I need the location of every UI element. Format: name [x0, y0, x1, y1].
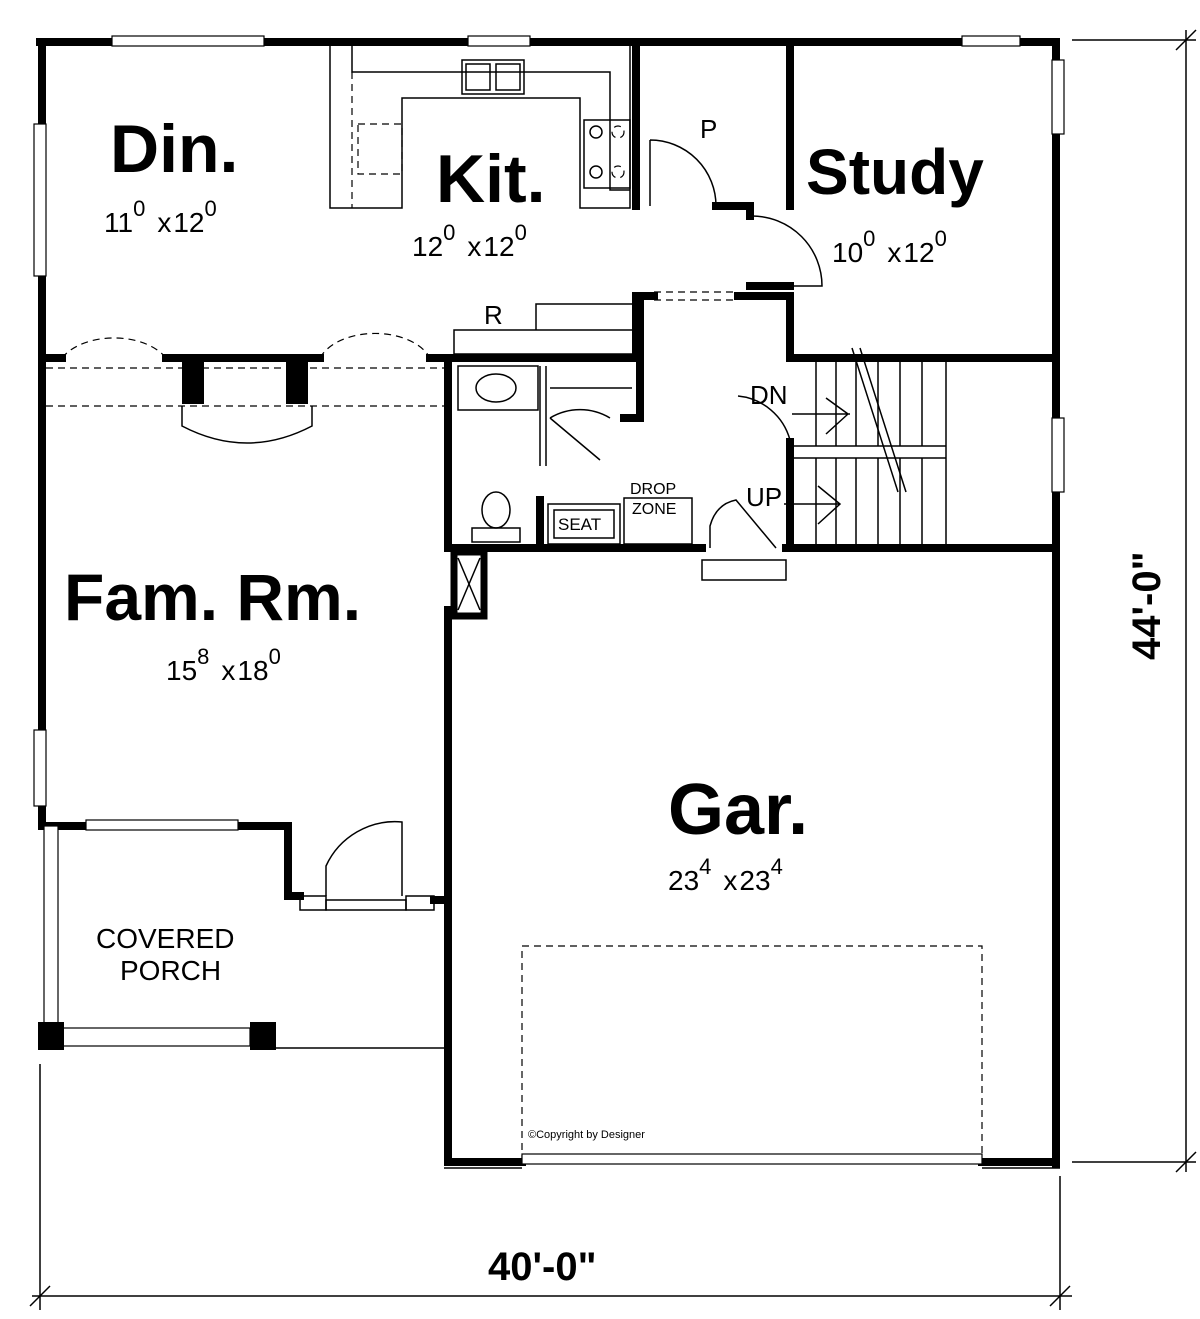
drop-zone-label-1: DROP: [630, 481, 676, 498]
dimension-depth: 44'-0": [1072, 29, 1197, 1173]
kitchen-cabinets: [329, 46, 637, 355]
dimension-width: 40'-0": [29, 1064, 1072, 1310]
room-dining-name: Din.: [110, 111, 238, 187]
seat-label: SEAT: [558, 515, 601, 534]
room-study-name: Study: [806, 136, 984, 208]
pantry-label: P: [700, 114, 717, 144]
dimension-width-text: 40'-0": [488, 1245, 597, 1289]
room-garage-name: Gar.: [668, 770, 808, 850]
porch-post-right: [250, 1022, 276, 1050]
copyright-text: ©Copyright by Designer: [528, 1129, 645, 1141]
walls: [36, 38, 1060, 1168]
room-kitchen-name: Kit.: [436, 141, 546, 217]
drop-zone-label-2: ZONE: [632, 501, 676, 518]
family-room-openings: [46, 332, 444, 444]
porch-post-left: [38, 1022, 64, 1050]
garage-door-outline: [521, 945, 983, 1159]
stairs-up-label: UP: [746, 482, 782, 512]
porch-label-2: PORCH: [120, 955, 221, 986]
refrigerator-label: R: [484, 300, 503, 330]
dimension-depth-text: 44'-0": [1125, 551, 1169, 660]
room-family-name: Fam. Rm.: [64, 560, 361, 634]
staircase: [737, 347, 947, 548]
stairs-down-label: DN: [750, 380, 788, 410]
powder-room: [457, 365, 632, 543]
porch-label-1: COVERED: [96, 923, 234, 954]
